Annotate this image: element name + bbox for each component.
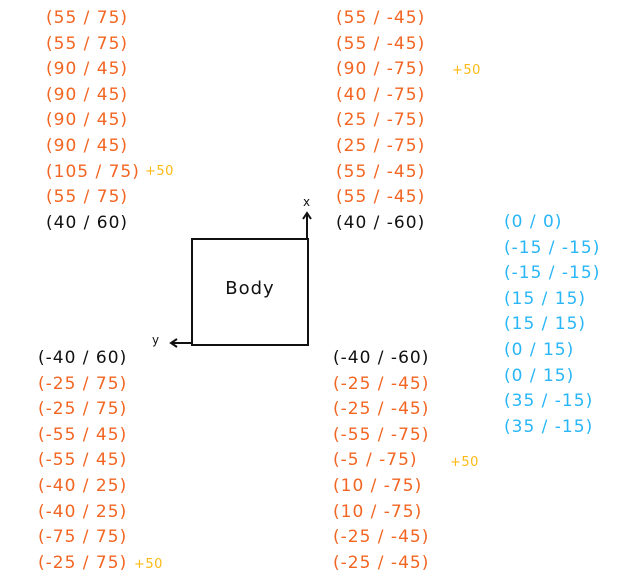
corner-coordinate: (40 / -60) xyxy=(336,212,426,233)
coordinate: (55 / 75) xyxy=(46,8,129,28)
coordinate: (-55 / -75) xyxy=(333,424,430,445)
top-right-coordinates: (55 / -45) (55 / -45) (90 / -75) (40 / -… xyxy=(336,6,425,236)
coordinate: (-75 / 75) xyxy=(38,527,128,548)
coordinate: (55 / -45) xyxy=(336,187,426,208)
corner-coordinate: (-40 / 60) xyxy=(38,348,128,368)
bottom-right-coordinates: (-40 / -60) (-25 / -45) (-25 / -45) (-55… xyxy=(333,346,429,576)
coordinate: (90 / 45) xyxy=(46,59,129,80)
bonus-label: +50 xyxy=(145,164,174,179)
offset-coordinate: (0 / 15) xyxy=(504,365,575,386)
coordinate: (-25 / -45) xyxy=(333,552,430,573)
coordinate: (-25 / 75) xyxy=(38,373,128,394)
coordinate: (90 / 45) xyxy=(46,84,129,105)
coordinate: (40 / -75) xyxy=(336,84,426,105)
corner-coordinate: (40 / 60) xyxy=(46,212,129,233)
coordinate: (-25 / 75) xyxy=(38,552,128,573)
offset-coordinate: (0 / 15) xyxy=(504,339,575,360)
coordinate: (-40 / 25) xyxy=(38,501,128,522)
coordinate: (-40 / 25) xyxy=(38,475,128,496)
coordinate: (105 / 75) xyxy=(46,161,140,182)
coordinate: (-25 / -45) xyxy=(333,373,430,394)
bonus-label: +50 xyxy=(450,455,479,470)
bonus-label: +50 xyxy=(134,557,163,572)
coordinate: (55 / 75) xyxy=(46,187,129,208)
offset-coordinate: (-15 / -15) xyxy=(504,237,601,258)
y-axis-label: y xyxy=(152,333,160,347)
bottom-left-coordinates: (-40 / 60) (-25 / 75) (-25 / 75) (-55 / … xyxy=(38,346,127,576)
coordinate: (10 / -75) xyxy=(333,475,423,496)
offset-coordinate: (15 / 15) xyxy=(504,288,587,309)
coordinate: (55 / -45) xyxy=(336,33,426,54)
coordinate: (-55 / 45) xyxy=(38,424,128,445)
offset-coordinate: (-15 / -15) xyxy=(504,263,601,284)
coordinate: (-25 / 75) xyxy=(38,399,128,420)
body-label: Body xyxy=(225,278,275,299)
coordinate: (10 / -75) xyxy=(333,501,423,522)
coordinate: (-5 / -75) xyxy=(333,450,418,471)
coordinate: (90 / 45) xyxy=(46,110,129,131)
offset-coordinate: (35 / -15) xyxy=(504,416,594,437)
top-left-coordinates: (55 / 75) (55 / 75) (90 / 45) (90 / 45) … xyxy=(46,6,140,236)
coordinate: (90 / 45) xyxy=(46,135,129,156)
offset-list: (0 / 0) (-15 / -15) (-15 / -15) (15 / 15… xyxy=(504,210,600,440)
offset-coordinate: (15 / 15) xyxy=(504,314,587,335)
x-axis-label: x xyxy=(303,195,311,209)
coordinate: (25 / -75) xyxy=(336,110,426,131)
coordinate: (-25 / -45) xyxy=(333,399,430,420)
coordinate: (90 / -75) xyxy=(336,59,426,80)
coordinate: (-25 / -45) xyxy=(333,527,430,548)
bonus-label: +50 xyxy=(452,63,481,78)
corner-coordinate: (-40 / -60) xyxy=(333,348,430,368)
coordinate: (25 / -75) xyxy=(336,135,426,156)
body-box: Body xyxy=(191,238,309,346)
coordinate: (-55 / 45) xyxy=(38,450,128,471)
offset-coordinate: (0 / 0) xyxy=(504,212,563,232)
coordinate: (55 / -45) xyxy=(336,8,426,28)
coordinate: (55 / 75) xyxy=(46,33,129,54)
offset-coordinate: (35 / -15) xyxy=(504,391,594,412)
coordinate: (55 / -45) xyxy=(336,161,426,182)
